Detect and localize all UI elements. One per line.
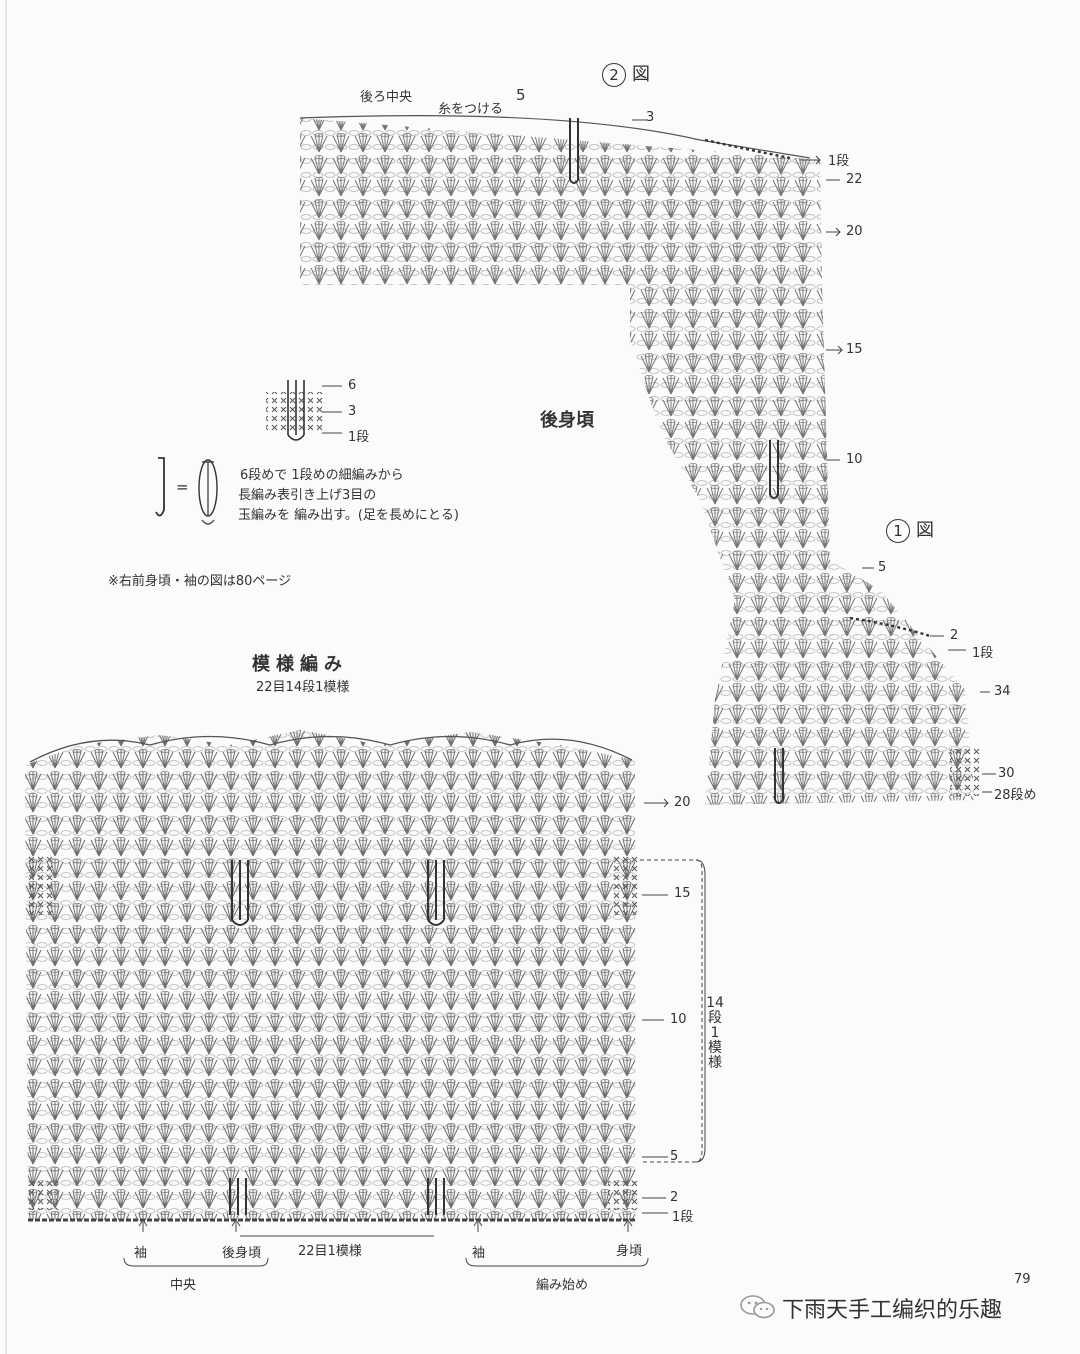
repeat-bracket-mo: 模 — [708, 1040, 722, 1056]
figure2-kanji: 図 — [632, 64, 650, 85]
back-center-label: 後ろ中央 — [360, 90, 413, 105]
fig1-row-28: 28段め — [994, 788, 1037, 803]
pattern-title: 模様編み — [252, 654, 348, 675]
figure2-chart — [299, 115, 822, 285]
repeat-bracket-rows: 14 — [706, 995, 724, 1011]
legend-symbol — [155, 380, 326, 525]
label-center: 中央 — [170, 1278, 197, 1293]
fig2-row-22: 22 — [846, 172, 863, 187]
fig2-row-15: 15 — [846, 342, 863, 357]
pattern-chart — [25, 730, 706, 1267]
watermark-text: 下雨天手工编织的乐趣 — [782, 1298, 1003, 1323]
pattern-row-10: 10 — [670, 1012, 687, 1027]
reference-note: ※右前身頃・袖の図は80ページ — [108, 574, 292, 589]
fig2-row-20: 20 — [846, 224, 863, 239]
repeat-bracket-dan: 段 — [708, 1010, 722, 1026]
legend-note-line-3: 玉編みを 編み出す。(足を長めにとる) — [238, 508, 459, 523]
label-start: 編み始め — [536, 1278, 589, 1293]
pattern-row-15: 15 — [674, 886, 691, 901]
page-number: 79 — [1014, 1272, 1031, 1287]
label-body: 身頃 — [616, 1244, 643, 1259]
figure1-kanji: 図 — [916, 520, 934, 541]
figure1-number: 1 — [886, 519, 910, 543]
repeat-bracket-you: 様 — [708, 1055, 722, 1071]
fig1-row-34: 34 — [994, 684, 1011, 699]
fig2-row-3: 3 — [646, 110, 655, 125]
legend-note-line-2: 長編み表引き上げ3目の — [238, 488, 377, 503]
legend-row-1: 1段 — [348, 430, 370, 445]
wechat-icon — [740, 1295, 775, 1319]
pattern-row-1: 1段 — [672, 1210, 694, 1225]
fig1-row-5: 5 — [878, 560, 887, 575]
repeat-bracket-one: 1 — [710, 1025, 720, 1041]
row-arrows — [322, 119, 996, 1214]
legend-row-6: 6 — [348, 378, 357, 393]
fig1-row-2: 2 — [950, 628, 959, 643]
pattern-subtitle: 22目14段1模様 — [256, 680, 350, 695]
legend-equals: = — [176, 478, 189, 496]
fig2-row-5: 5 — [516, 86, 526, 104]
repeat-bracket-label: 14 段 1 模 様 — [706, 996, 724, 1071]
fig1-row-1: 1段 — [972, 646, 994, 661]
back-body-title: 後身頃 — [540, 410, 594, 431]
attach-yarn-label: 糸をつける — [438, 102, 504, 117]
fig2-row-10: 10 — [846, 452, 863, 467]
legend-note-line-1: 6段めで 1段めの細編みから — [240, 468, 404, 483]
fig1-row-30: 30 — [998, 766, 1015, 781]
label-back-body: 後身頃 — [222, 1246, 262, 1261]
pattern-row-20: 20 — [674, 795, 691, 810]
legend-row-3: 3 — [348, 404, 357, 419]
armhole-chart — [630, 285, 980, 805]
pattern-row-5: 5 — [670, 1149, 679, 1164]
fig2-row-1: 1段 — [828, 154, 850, 169]
label-sleeve-left: 袖 — [134, 1246, 148, 1261]
label-repeat: 22目1模様 — [298, 1244, 362, 1259]
figure2-number: 2 — [602, 63, 626, 87]
pattern-row-2: 2 — [670, 1190, 679, 1205]
label-sleeve-right: 袖 — [472, 1246, 486, 1261]
